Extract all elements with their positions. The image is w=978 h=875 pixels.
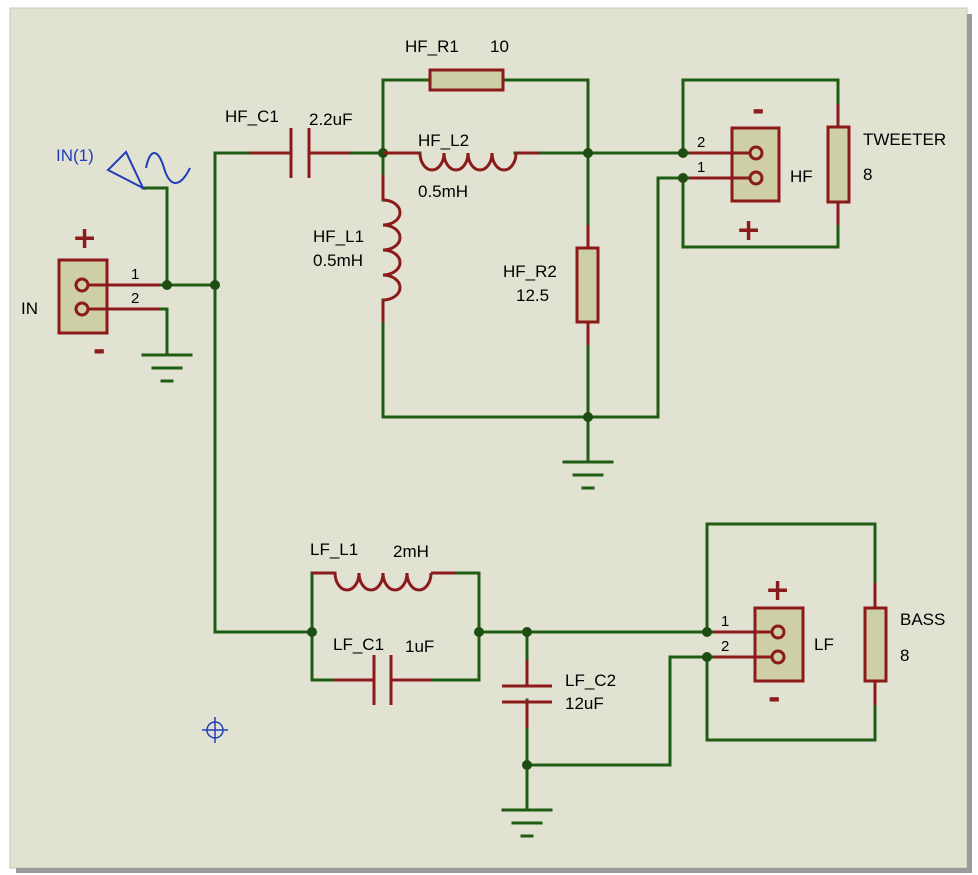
- input-connector-label: IN: [21, 299, 38, 318]
- junction-lf-pin2: [702, 652, 712, 662]
- hf-c1-name: HF_C1: [225, 107, 279, 126]
- bass-speaker[interactable]: BASS 8: [863, 583, 945, 705]
- lf-c1-value: 1uF: [405, 637, 434, 656]
- junction-in: [162, 280, 172, 290]
- hf-r1-name: HF_R1: [405, 37, 459, 56]
- lf-c1-capacitor[interactable]: LF_C1 1uF: [333, 635, 434, 705]
- hf-l2-inductor[interactable]: HF_L2 0.5mH: [383, 131, 540, 201]
- hf-l1-inductor[interactable]: HF_L1 0.5mH: [313, 175, 402, 322]
- hf-connector-label: HF: [790, 167, 813, 186]
- sheet-shadow-bottom: [16, 868, 972, 873]
- hf-l2-value: 0.5mH: [418, 182, 468, 201]
- lf-c2-value: 12uF: [565, 694, 604, 713]
- input-generator[interactable]: IN(1): [56, 146, 191, 191]
- ground-lf: [501, 808, 553, 838]
- junction-hf-r1: [583, 148, 593, 158]
- hf-pin2-label: 2: [697, 134, 705, 151]
- junction-lf-pin1: [702, 627, 712, 637]
- junction-hf-gnd: [583, 412, 593, 422]
- origin-marker-icon: [202, 717, 228, 743]
- junction-bus-top: [210, 280, 220, 290]
- hf-r2-resistor[interactable]: HF_R2 12.5: [503, 225, 600, 345]
- generator-label: IN(1): [56, 146, 94, 165]
- junctions: [162, 148, 712, 770]
- lf-c2-capacitor[interactable]: LF_C2 12uF: [502, 660, 616, 728]
- tweeter-speaker[interactable]: TWEETER 8: [826, 104, 946, 225]
- lf-minus-sign: -: [768, 681, 780, 716]
- hf-connector[interactable]: 2 1 HF - +: [690, 93, 813, 248]
- hf-r1-resistor[interactable]: HF_R1 10: [405, 37, 509, 92]
- ground-hf: [562, 460, 614, 490]
- lf-l1-value: 2mH: [393, 542, 429, 561]
- lf-c1-name: LF_C1: [333, 635, 384, 654]
- bass-name: BASS: [900, 610, 945, 629]
- lf-l1-name: LF_L1: [310, 540, 358, 559]
- hf-l2-name: HF_L2: [418, 131, 469, 150]
- input-connector-body: [57, 258, 109, 335]
- junction-hf-pin1: [678, 173, 688, 183]
- lf-connector-label: LF: [814, 635, 834, 654]
- lf-pin2-label: 2: [721, 638, 729, 655]
- ground-input: [141, 353, 193, 383]
- sheet-background: [9, 7, 968, 869]
- hf-pin1-icon: [748, 170, 764, 186]
- junction-lf-right: [474, 627, 484, 637]
- tweeter-value: 8: [863, 165, 872, 184]
- lf-l1-inductor[interactable]: LF_L1 2mH: [310, 540, 455, 592]
- input-plus-sign: +: [72, 221, 97, 256]
- hf-plus-sign: +: [736, 213, 761, 248]
- input-pin2-label: 2: [131, 290, 139, 307]
- hf-l1-name: HF_L1: [313, 227, 364, 246]
- hf-l1-value: 0.5mH: [313, 251, 363, 270]
- input-minus-sign: -: [93, 333, 105, 368]
- hf-c1-value: 2.2uF: [309, 110, 352, 129]
- input-pin1-icon: [74, 277, 90, 293]
- sheet-shadow: [967, 14, 972, 872]
- hf-minus-sign: -: [752, 93, 764, 128]
- hf-pin1-label: 1: [697, 159, 705, 176]
- sine-icon: [145, 152, 191, 184]
- bass-value: 8: [900, 646, 909, 665]
- hf-r2-name: HF_R2: [503, 262, 557, 281]
- input-connector[interactable]: 1 2 IN + -: [21, 221, 160, 368]
- lf-plus-sign: +: [765, 573, 790, 608]
- hf-pin2-icon: [748, 145, 764, 161]
- hf-c1-capacitor[interactable]: HF_C1 2.2uF: [225, 107, 352, 178]
- junction-lf-left: [307, 627, 317, 637]
- junction-hf-pin2: [678, 148, 688, 158]
- hf-r2-value: 12.5: [516, 286, 549, 305]
- generator-icon: [106, 150, 146, 191]
- lf-pin1-label: 1: [721, 613, 729, 630]
- input-pin2-icon: [74, 301, 90, 317]
- lf-connector[interactable]: 1 2 LF + -: [714, 573, 834, 716]
- lf-pin1-icon: [770, 624, 786, 640]
- hf-r1-value: 10: [490, 37, 509, 56]
- junction-lf-gnd: [522, 760, 532, 770]
- junction-lf-c2: [522, 627, 532, 637]
- lf-c2-name: LF_C2: [565, 671, 616, 690]
- lf-pin2-icon: [770, 649, 786, 665]
- input-pin1-label: 1: [131, 266, 139, 283]
- tweeter-name: TWEETER: [863, 130, 946, 149]
